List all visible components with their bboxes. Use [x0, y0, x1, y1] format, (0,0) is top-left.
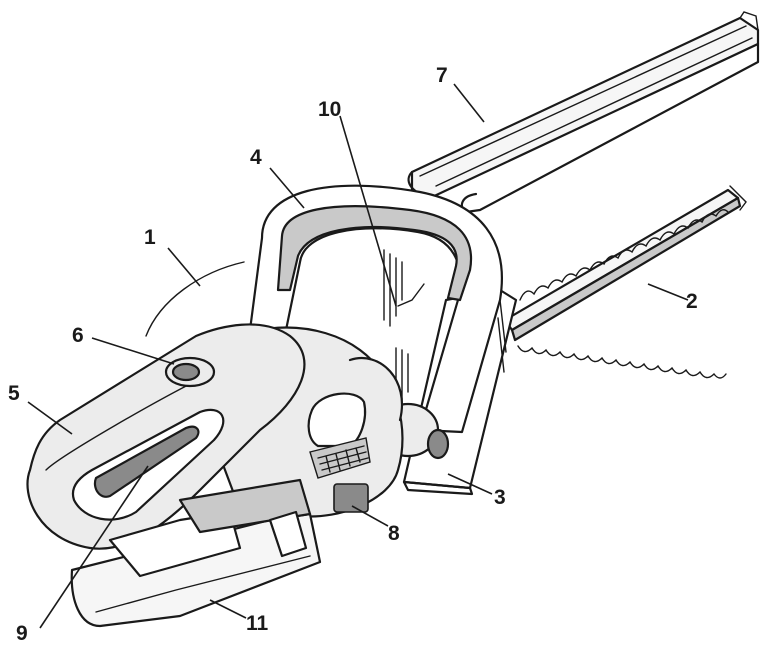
leader-lines: [27, 83, 689, 629]
callout-3: 3: [494, 486, 506, 509]
nameplate: [333, 483, 369, 513]
blade-sheath: [407, 11, 760, 214]
rotation-arc: [145, 261, 245, 337]
battery-pack: [70, 478, 322, 628]
lock-off-button: [164, 356, 216, 388]
callout-labels: 1 2 3 4 5 6 7 8 9 10 11: [8, 64, 698, 645]
vent-grid: [309, 437, 371, 479]
callout-4: 4: [250, 146, 262, 169]
callout-10: 10: [318, 98, 341, 121]
rear-handle: [26, 323, 306, 550]
callout-8: 8: [388, 522, 400, 545]
callout-2: 2: [686, 290, 698, 313]
trigger-switch: [93, 425, 200, 498]
callout-11: 11: [246, 612, 269, 635]
cutting-blade: [503, 185, 747, 379]
callout-5: 5: [8, 382, 20, 405]
callout-1: 1: [144, 226, 156, 249]
callout-6: 6: [72, 324, 84, 347]
callout-7: 7: [436, 64, 448, 87]
callout-9: 9: [16, 622, 28, 645]
